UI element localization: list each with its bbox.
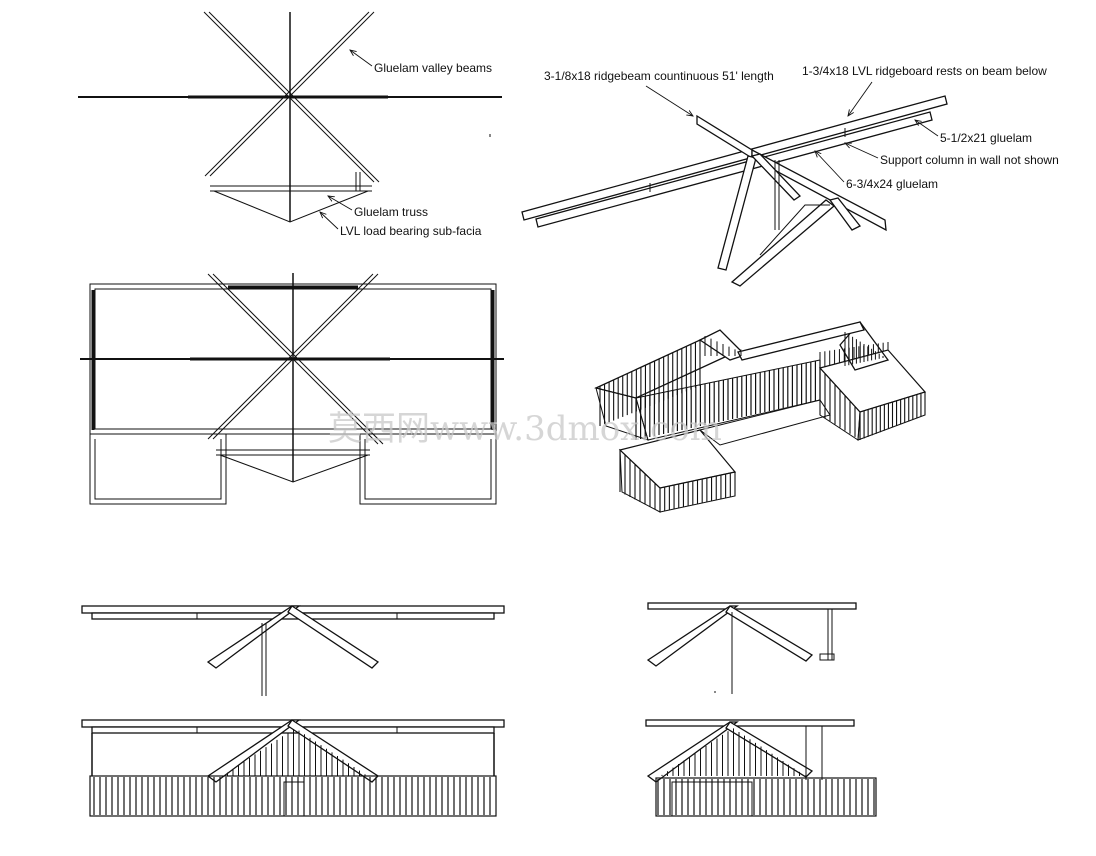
short-elevation-walls (645, 719, 877, 817)
watermark: 莫西网www.3dmox.com (328, 409, 722, 449)
label-lvl-ridgeboard: 1-3/4x18 LVL ridgeboard rests on beam be… (802, 64, 1047, 78)
annotations: Gluelam valley beams Gluelam truss LVL l… (320, 50, 1059, 238)
label-gluelam-6-24: 6-3/4x24 gluelam (846, 177, 938, 191)
label-gluelam-5-21: 5-1/2x21 gluelam (940, 131, 1032, 145)
long-elevation-roof (81, 605, 505, 696)
label-support-column: Support column in wall not shown (880, 153, 1059, 167)
valley-beam-plan (78, 11, 502, 223)
elevation-studs (93, 728, 875, 815)
isometric-beam-assembly (521, 95, 948, 287)
label-gluelam-truss: Gluelam truss (354, 205, 428, 219)
label-valley-beams: Gluelam valley beams (374, 61, 492, 75)
label-lvl-subfacia: LVL load bearing sub-facia (340, 224, 482, 238)
short-elevation-roof (646, 602, 857, 694)
wall-studs (599, 332, 926, 512)
roof-floor-plan (80, 273, 504, 505)
label-ridgebeam: 3-1/8x18 ridgebeam countinuous 51' lengt… (544, 69, 774, 83)
